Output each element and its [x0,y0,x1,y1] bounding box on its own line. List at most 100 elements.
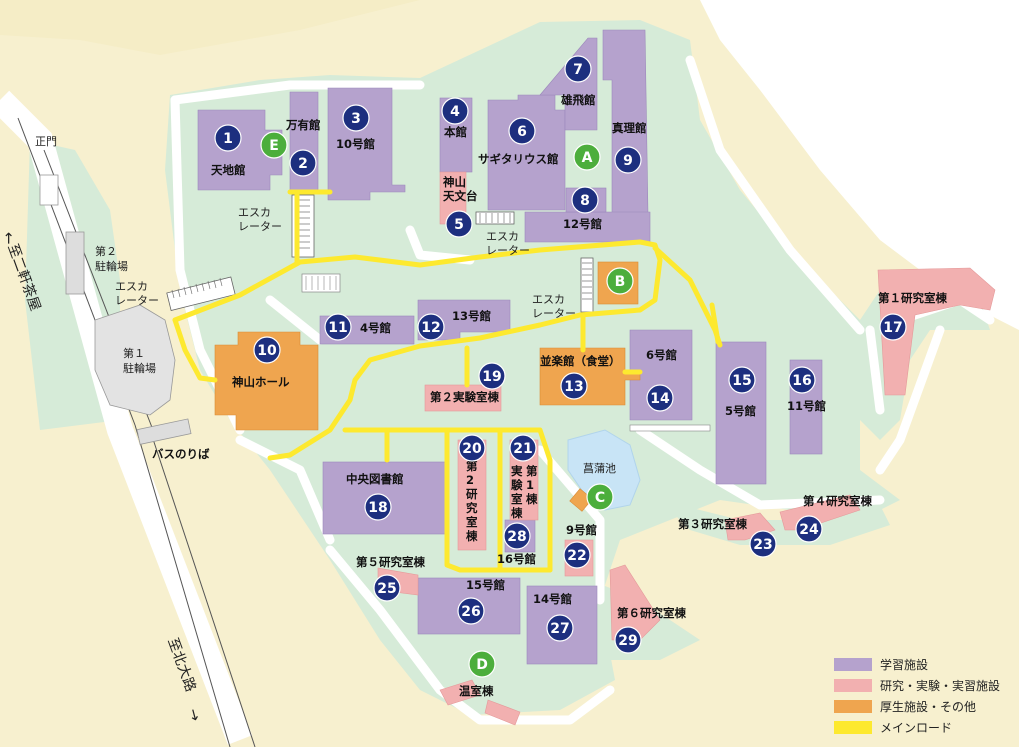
marker-building-14-circle[interactable] [646,384,674,412]
marker-building-2-number: 2 [298,156,308,172]
marker-building-2[interactable]: 2 [289,149,317,177]
marker-building-21[interactable]: 21 [509,434,537,462]
building-19-lab-2[interactable] [424,384,502,412]
marker-building-27-circle[interactable] [546,614,574,642]
marker-building-26[interactable]: 26 [457,597,485,625]
label-27: 14号館 [533,592,572,606]
marker-building-22-circle[interactable] [563,541,591,569]
label-15: 5号館 [725,404,756,418]
marker-building-5[interactable]: 5 [445,210,473,238]
marker-facility-b-circle[interactable] [606,267,634,295]
marker-building-6-number: 6 [517,124,527,140]
legend-label-main-road: メインロード [880,721,952,735]
marker-facility-a-circle[interactable] [573,143,601,171]
marker-building-7[interactable]: 7 [564,55,592,83]
marker-building-18-circle[interactable] [364,493,392,521]
building-14-6gokan[interactable] [629,329,693,421]
marker-building-16[interactable]: 16 [788,366,816,394]
marker-building-2-circle[interactable] [289,149,317,177]
marker-building-25[interactable]: 25 [373,574,401,602]
marker-building-9-circle[interactable] [614,146,642,174]
marker-building-19-circle[interactable] [478,362,506,390]
marker-facility-b[interactable]: B [606,267,634,295]
marker-building-24[interactable]: 24 [795,515,823,543]
marker-building-15-circle[interactable] [728,366,756,394]
marker-building-18[interactable]: 18 [364,493,392,521]
marker-building-11-circle[interactable] [324,313,352,341]
marker-building-1[interactable]: 1 [214,124,242,152]
marker-building-24-circle[interactable] [795,515,823,543]
marker-building-21-circle[interactable] [509,434,537,462]
marker-building-17-circle[interactable] [879,313,907,341]
legend-swatch-research [834,679,872,692]
marker-building-9[interactable]: 9 [614,146,642,174]
marker-facility-d-circle[interactable] [468,650,496,678]
marker-building-20-circle[interactable] [458,434,486,462]
escalator-2[interactable] [166,276,236,311]
direction-south-arrow: → [184,706,205,723]
parking-1-lot [94,304,176,416]
marker-building-14[interactable]: 14 [646,384,674,412]
marker-building-8[interactable]: 8 [571,186,599,214]
marker-building-8-circle[interactable] [571,186,599,214]
marker-building-26-number: 26 [461,604,480,620]
escalator-3[interactable] [475,211,515,225]
marker-building-13[interactable]: 13 [560,372,588,400]
building-15-5gokan[interactable] [715,341,767,485]
marker-building-22[interactable]: 22 [563,541,591,569]
marker-building-4-circle[interactable] [441,97,469,125]
label-2: 万有館 [285,118,321,132]
marker-facility-d-number: D [476,657,488,673]
marker-building-27[interactable]: 27 [546,614,574,642]
marker-building-29[interactable]: 29 [614,626,642,654]
marker-building-7-circle[interactable] [564,55,592,83]
marker-building-20[interactable]: 20 [458,434,486,462]
marker-building-16-circle[interactable] [788,366,816,394]
marker-facility-e[interactable]: E [260,131,288,159]
marker-building-10-circle[interactable] [253,336,281,364]
marker-building-28[interactable]: 28 [503,522,531,550]
greenhouse-b[interactable] [484,699,521,726]
building-29-research-6[interactable] [609,564,661,641]
facility-c-kiosk[interactable] [569,488,593,512]
marker-facility-a[interactable]: A [573,143,601,171]
marker-building-4[interactable]: 4 [441,97,469,125]
marker-building-12-circle[interactable] [417,313,445,341]
label-11: 4号館 [360,321,391,335]
marker-building-6[interactable]: 6 [508,117,536,145]
marker-facility-c-circle[interactable] [586,483,614,511]
marker-building-29-circle[interactable] [614,626,642,654]
marker-building-4-number: 4 [450,104,460,120]
marker-building-13-number: 13 [564,379,583,395]
marker-facility-d[interactable]: D [468,650,496,678]
building-10-kamiyama-hall[interactable] [214,331,319,431]
parking-1-label-line1: 第１ [123,346,145,360]
label-13: 並楽館（食堂） [540,354,621,368]
marker-building-3-circle[interactable] [342,104,370,132]
marker-building-26-circle[interactable] [457,597,485,625]
marker-building-11[interactable]: 11 [324,313,352,341]
marker-facility-e-circle[interactable] [260,131,288,159]
marker-building-23[interactable]: 23 [749,530,777,558]
greenhouse-a[interactable] [439,679,481,706]
marker-building-5-circle[interactable] [445,210,473,238]
marker-building-6-circle[interactable] [508,117,536,145]
marker-building-10[interactable]: 10 [253,336,281,364]
marker-building-13-circle[interactable] [560,372,588,400]
building-17-research-1[interactable] [877,267,996,396]
marker-building-15[interactable]: 15 [728,366,756,394]
building-6-sagittarius[interactable] [487,94,566,211]
marker-building-19[interactable]: 19 [478,362,506,390]
bus-shelter [136,418,192,445]
parking-2-label-line2: 駐輪場 [95,259,128,273]
marker-building-3[interactable]: 3 [342,104,370,132]
marker-building-28-circle[interactable] [503,522,531,550]
label-7: 雄飛館 [560,93,596,107]
marker-building-25-circle[interactable] [373,574,401,602]
marker-building-1-circle[interactable] [214,124,242,152]
marker-building-17[interactable]: 17 [879,313,907,341]
marker-facility-c[interactable]: C [586,483,614,511]
escalator-4[interactable] [580,257,594,313]
marker-building-12[interactable]: 12 [417,313,445,341]
marker-building-23-circle[interactable] [749,530,777,558]
